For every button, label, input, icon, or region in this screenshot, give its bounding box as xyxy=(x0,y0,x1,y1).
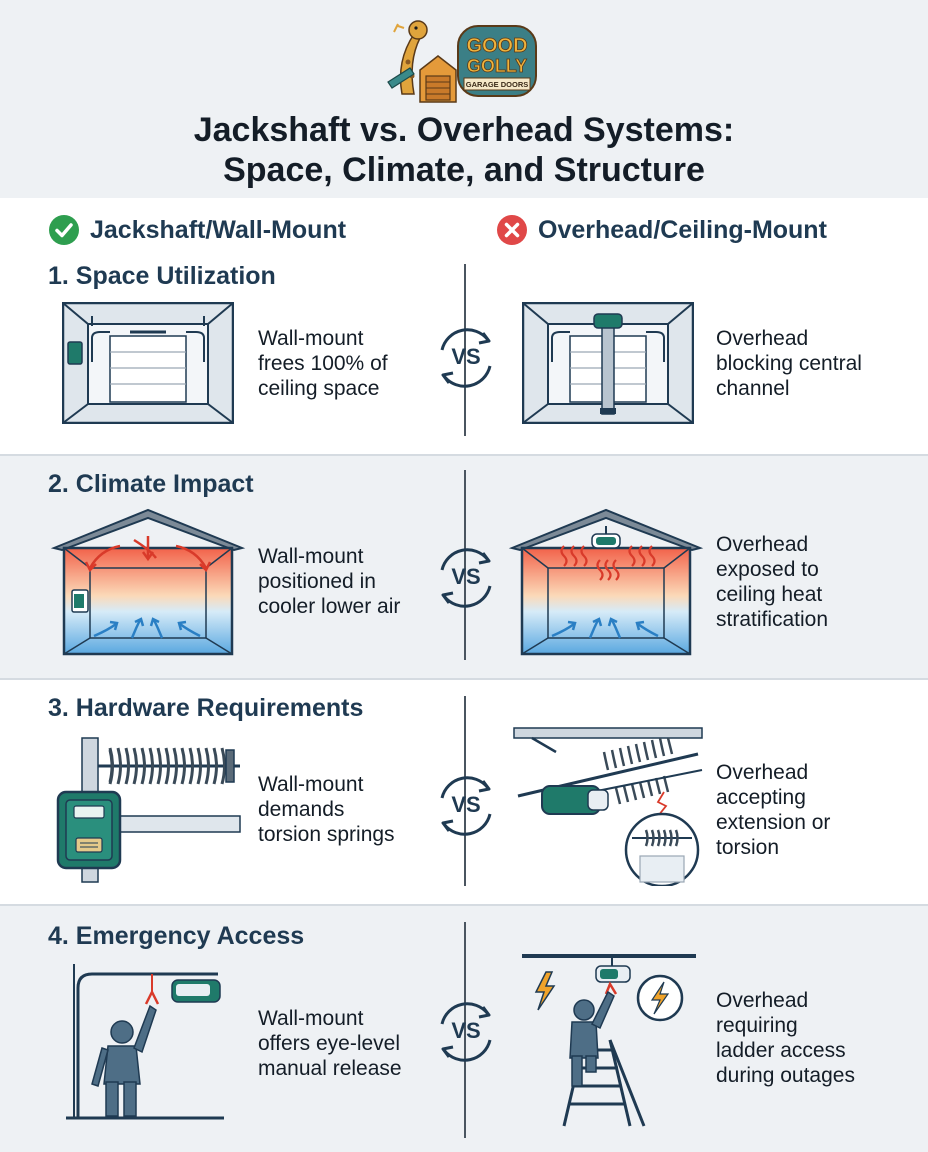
vs-label: VS xyxy=(451,564,481,589)
desc-line: channel xyxy=(716,377,790,400)
person-icon xyxy=(569,990,615,1087)
vs-label: VS xyxy=(451,792,481,817)
section-climate-impact: 2. Climate Impact Wall-mount positioned … xyxy=(0,456,928,678)
check-circle-icon xyxy=(49,215,79,245)
column-header-jackshaft: Jackshaft/Wall-Mount xyxy=(48,210,346,250)
desc-line: torsion xyxy=(716,836,780,859)
vs-label: VS xyxy=(451,344,481,369)
desc-line: Overhead xyxy=(716,761,809,784)
desc-line: positioned in xyxy=(258,570,376,593)
vs-label: VS xyxy=(451,1018,481,1043)
overhead-ladder-illustration xyxy=(522,954,696,1127)
power-outage-icon xyxy=(636,974,684,1022)
climate-overhead-illustration xyxy=(508,508,704,656)
desc-line: Overhead xyxy=(716,327,809,350)
column-label-overhead: Overhead/Ceiling-Mount xyxy=(538,215,827,244)
desc-line: ladder access xyxy=(716,1039,846,1062)
vs-badge: VS xyxy=(428,320,504,396)
logo-line1: GOOD xyxy=(466,35,527,57)
section-separator xyxy=(0,678,928,680)
left-description: Wall-mount demands torsion springs xyxy=(258,772,395,847)
section-title: 4. Emergency Access xyxy=(48,922,305,950)
right-description: Overhead exposed to ceiling heat stratif… xyxy=(716,532,828,632)
title-line-1: Jackshaft vs. Overhead Systems: xyxy=(193,111,735,149)
overhead-spring-illustration xyxy=(513,727,703,886)
logo-line3: GARAGE DOORS xyxy=(466,80,529,89)
garage-overhead-illustration xyxy=(522,302,694,424)
garage-wall-mount-illustration xyxy=(62,302,234,424)
column-header-overhead: Overhead/Ceiling-Mount xyxy=(496,210,827,250)
desc-line: Wall-mount xyxy=(258,327,364,350)
section-separator xyxy=(0,904,928,906)
desc-line: cooler lower air xyxy=(258,595,401,618)
section-space-utilization: 1. Space Utilization Wall-mount frees 10… xyxy=(0,250,928,454)
right-description: Overhead accepting extension or torsion xyxy=(716,760,830,860)
desc-line: frees 100% of xyxy=(258,352,388,375)
desc-line: demands xyxy=(258,798,345,821)
desc-line: extension or xyxy=(716,811,831,834)
giraffe-mascot-icon xyxy=(387,20,428,95)
desc-line: Wall-mount xyxy=(258,773,364,796)
logo-line2: GOLLY xyxy=(467,56,527,76)
vs-badge: VS xyxy=(428,768,504,844)
section-title: 1. Space Utilization xyxy=(48,262,276,290)
desc-line: stratification xyxy=(716,608,829,631)
column-divider xyxy=(464,696,466,886)
desc-line: blocking central xyxy=(716,352,862,375)
left-description: Wall-mount frees 100% of ceiling space xyxy=(258,326,388,401)
desc-line: accepting xyxy=(716,786,806,809)
column-divider xyxy=(464,470,466,660)
left-description: Wall-mount positioned in cooler lower ai… xyxy=(258,544,400,619)
vs-badge: VS xyxy=(428,540,504,616)
desc-line: manual release xyxy=(258,1057,402,1080)
desc-line: Overhead xyxy=(716,989,809,1012)
company-logo: GOOD GOLLY GARAGE DOORS xyxy=(387,20,537,103)
desc-line: ceiling heat xyxy=(716,583,823,606)
column-label-jackshaft: Jackshaft/Wall-Mount xyxy=(90,215,347,244)
desc-line: Wall-mount xyxy=(258,1007,364,1030)
climate-wall-mount-illustration xyxy=(50,508,246,656)
section-emergency-access: 4. Emergency Access Wall-mount offers ey… xyxy=(0,906,928,1152)
desc-line: requiring xyxy=(716,1014,798,1037)
section-separator xyxy=(0,454,928,456)
desc-line: exposed to xyxy=(716,558,819,581)
column-divider xyxy=(464,264,466,436)
right-description: Overhead blocking central channel xyxy=(716,326,862,401)
desc-line: ceiling space xyxy=(258,377,380,400)
wall-mount-release-illustration xyxy=(66,964,224,1120)
jackshaft-torsion-illustration xyxy=(56,737,241,883)
desc-line: Overhead xyxy=(716,533,809,556)
lightning-bolt-icon xyxy=(534,971,556,1011)
left-description: Wall-mount offers eye-level manual relea… xyxy=(258,1006,402,1081)
person-icon xyxy=(91,1004,157,1117)
desc-line: during outages xyxy=(716,1064,855,1087)
extension-spring-icon xyxy=(602,737,674,805)
section-hardware-requirements: 3. Hardware Requirements Wall-mount dema… xyxy=(0,680,928,904)
column-divider xyxy=(464,922,466,1138)
section-title: 2. Climate Impact xyxy=(48,470,254,498)
desc-line: torsion springs xyxy=(258,823,395,846)
header: GOOD GOLLY GARAGE DOORS Jackshaft vs. Ov… xyxy=(0,0,928,198)
page-title: Jackshaft vs. Overhead Systems: Space, C… xyxy=(0,110,928,190)
x-circle-icon xyxy=(497,215,527,245)
desc-line: offers eye-level xyxy=(258,1032,401,1055)
desc-line: Wall-mount xyxy=(258,545,364,568)
section-title: 3. Hardware Requirements xyxy=(48,694,364,722)
title-line-2: Space, Climate, and Structure xyxy=(223,151,705,189)
vs-badge: VS xyxy=(428,994,504,1070)
right-description: Overhead requiring ladder access during … xyxy=(716,988,855,1088)
